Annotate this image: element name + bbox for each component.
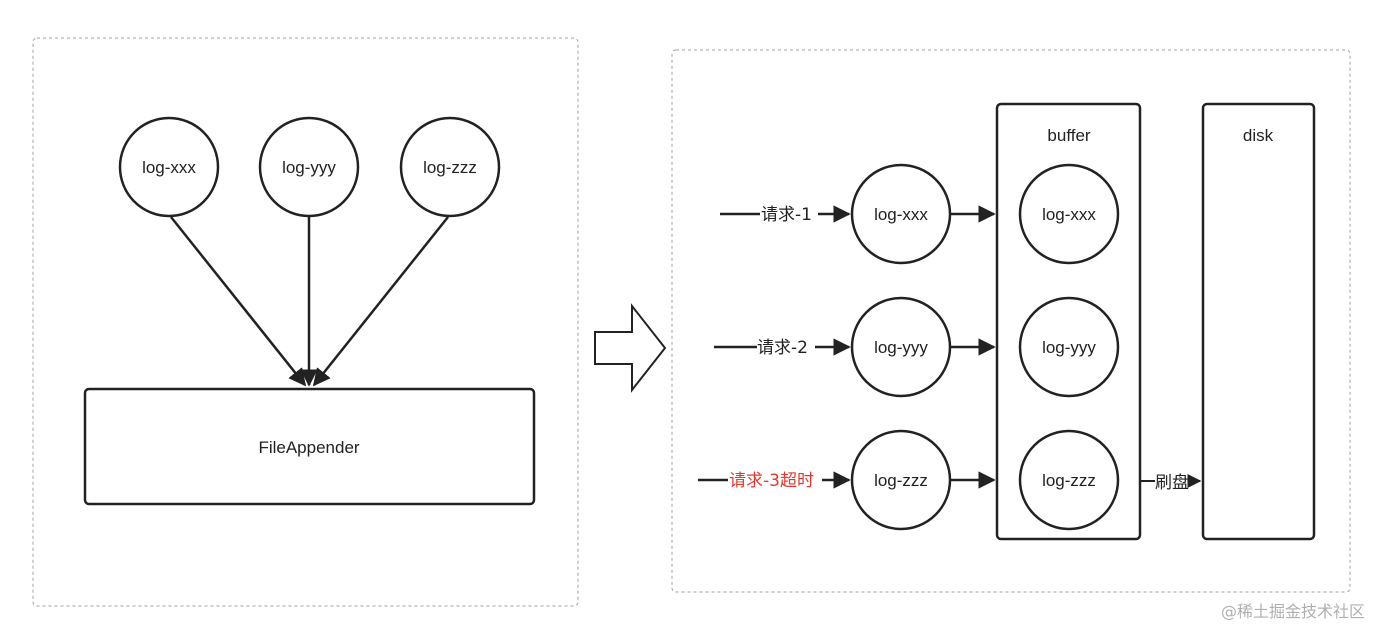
buffer-log-label-1: log-xxx bbox=[1042, 205, 1096, 224]
buffer-title: buffer bbox=[1047, 126, 1091, 145]
buffer-log-node-3: log-zzz bbox=[1018, 429, 1120, 531]
left-arrow-1 bbox=[170, 216, 307, 387]
buffer-log-node-1: log-xxx bbox=[1018, 163, 1120, 265]
right-log-node-3: log-zzz bbox=[850, 429, 952, 531]
left-panel-frame bbox=[32, 37, 579, 607]
right-log-label-3: log-zzz bbox=[874, 471, 928, 490]
left-log-label-3: log-zzz bbox=[423, 158, 477, 177]
left-log-node-1: log-xxx bbox=[118, 116, 220, 218]
file-appender-label: FileAppender bbox=[258, 438, 359, 457]
buffer-log-label-2: log-yyy bbox=[1042, 338, 1096, 357]
left-arrow-3 bbox=[312, 216, 449, 387]
transition-arrow bbox=[594, 303, 667, 393]
right-log-node-2: log-yyy bbox=[850, 296, 952, 398]
left-log-node-3: log-zzz bbox=[399, 116, 501, 218]
file-appender-box: FileAppender bbox=[83, 387, 536, 506]
request-1-label: 请求-1 bbox=[761, 205, 812, 225]
flush-label: 刷盘 bbox=[1155, 473, 1189, 493]
disk-box: disk bbox=[1201, 102, 1316, 541]
left-log-label-2: log-yyy bbox=[282, 158, 336, 177]
right-log-label-2: log-yyy bbox=[874, 338, 928, 357]
right-log-node-1: log-xxx bbox=[850, 163, 952, 265]
right-log-label-1: log-xxx bbox=[874, 205, 928, 224]
request-2-label: 请求-2 bbox=[757, 338, 808, 358]
watermark-text: @稀土掘金技术社区 bbox=[1221, 602, 1365, 621]
left-log-node-2: log-yyy bbox=[258, 116, 360, 218]
buffer-log-node-2: log-yyy bbox=[1018, 296, 1120, 398]
right-panel-frame bbox=[671, 49, 1351, 593]
buffer-log-label-3: log-zzz bbox=[1042, 471, 1096, 490]
request-3-timeout-label: 请求-3超时 bbox=[729, 471, 814, 491]
disk-title: disk bbox=[1243, 126, 1274, 145]
left-log-label-1: log-xxx bbox=[142, 158, 196, 177]
